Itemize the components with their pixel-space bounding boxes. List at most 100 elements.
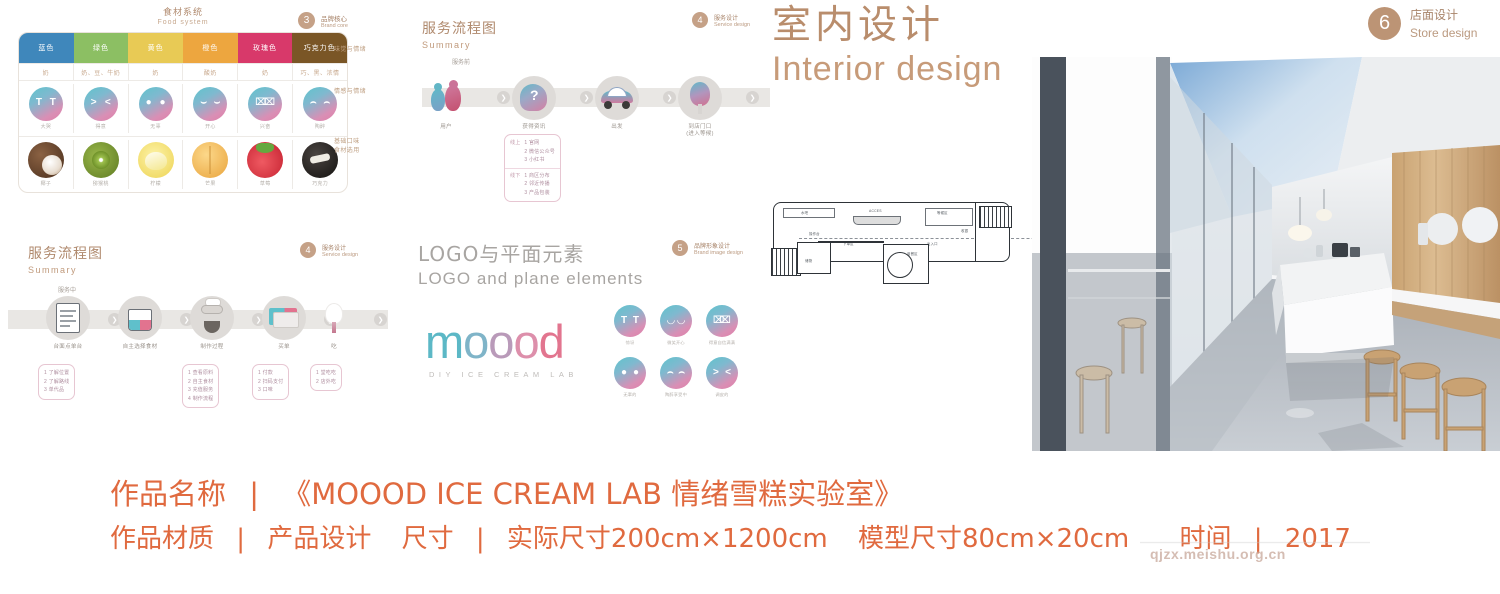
badge-number: 3 — [298, 12, 315, 29]
note-item: 2 了解路线 — [44, 378, 70, 385]
flow-arrow-icon: ❯ — [746, 91, 759, 104]
face-eye-right: ⌧ — [263, 97, 276, 108]
flow-arrow-icon: ❯ — [108, 313, 121, 326]
flow-step[interactable]: 到店门口 (进入等候) — [678, 76, 722, 139]
flow-step[interactable]: 自主选择食材 — [118, 296, 162, 351]
brand-face-cell: ⌢ ⌢ 陶醉享受中 — [654, 357, 698, 405]
food-system-header: 食材系统 Food system — [18, 5, 348, 26]
face-eye-left: ◡ — [667, 315, 675, 326]
emotion-face-icon: ● ● — [614, 357, 646, 389]
food-system-title-en: Food system — [157, 19, 209, 26]
flow-arrow-icon: ❯ — [497, 91, 510, 104]
badge-service-design-bottom: 4 服务设计 Service design — [300, 242, 358, 258]
watermark-text: qjzx.meishu.org.cn — [1150, 546, 1286, 562]
note-item: 1 堂吃吃 — [316, 370, 337, 376]
fruit-cell: 猕猴桃 — [74, 140, 129, 189]
color-bar-row: 蓝色 绿色 黄色 橙色 玫瑰色 巧克力色 — [19, 33, 347, 63]
color-swatch: 巧克力色 — [292, 33, 347, 63]
emotion-face-row: T T 大哭 > < 得意 ● ● 无 — [19, 80, 347, 136]
mango-icon — [192, 142, 229, 178]
brand-face-cell: ⌧ ⌧ 得意自信满满 — [700, 305, 744, 353]
ingredient-row: 奶 奶、豆、牛奶 奶 酸奶 奶 巧、黑、浓情 — [19, 63, 347, 80]
ingredient-cell: 奶、豆、牛奶 — [74, 64, 129, 80]
flow-step-icon-wrap — [678, 76, 722, 120]
side-label-emotion: 情感与情绪 — [334, 89, 367, 95]
brand-face-cell: ◡ ◡ 微笑开心 — [654, 305, 698, 353]
coconut-icon — [27, 142, 64, 178]
emotion-cell: ⌢ ⌢ 陶醉 — [293, 84, 347, 133]
interior-title-en: Interior design — [772, 49, 1003, 88]
flow-step[interactable]: 用户 — [424, 76, 468, 131]
fp-wall-hatch — [979, 206, 1012, 228]
note-item: 1 官网 — [524, 140, 540, 146]
flow-bottom-note: 1 了解位置 2 了解路线 3 单代品 — [38, 364, 76, 400]
badge-text: 品牌形象设计 Brand image design — [694, 241, 743, 256]
badge-label-en: Brand core — [321, 22, 348, 29]
logo-title-en: LOGO and plane elements — [418, 269, 644, 288]
flow-step[interactable]: 吃 — [312, 296, 356, 351]
flow-bottom-diagram: 台面点单台 ❯ 自主选择食材 ❯ 制作过程 ❯ — [8, 294, 388, 408]
face-eye-right: ⌧ — [719, 315, 731, 326]
face-eye-left: > — [90, 97, 97, 108]
emotion-cell: T T 大哭 — [19, 84, 74, 133]
logo-letter-o3: o — [513, 315, 539, 368]
note-item: 2 扫码支付 — [258, 378, 284, 385]
color-swatch: 绿色 — [73, 33, 129, 63]
face-eye-right: ⌢ — [678, 367, 685, 378]
color-swatch: 橙色 — [183, 33, 238, 63]
fruit-cell: 巧克力 — [293, 140, 347, 189]
interior-header: 室内设计 Interior design — [772, 3, 1003, 88]
food-system-section: 食材系统 Food system 蓝色 绿色 黄色 橙色 玫瑰色 巧克力色 奶 … — [18, 5, 348, 193]
flow-step-icon-wrap — [312, 296, 356, 340]
badge-service-design-top: 4 服务设计 Service design — [692, 12, 750, 28]
face-eye-left: T — [35, 97, 43, 108]
people-icon — [431, 80, 461, 113]
flow-step[interactable]: 出发 — [595, 76, 639, 131]
fp-wall — [818, 241, 884, 243]
flow-top-diagram: 用户 ❯ ? 获得资讯 ❯ 出发 ❯ — [422, 68, 770, 202]
logo-letter-o1: o — [463, 315, 489, 368]
face-eye-left: ⌢ — [667, 367, 674, 378]
flow-bottom-stage-label: 服务中 — [58, 288, 77, 294]
brand-face-caption: 调皮的 — [715, 392, 729, 397]
note-item: 3 小红书 — [524, 157, 545, 163]
face-eye-left: ⌣ — [200, 97, 207, 108]
fp-label: 收银 — [961, 229, 969, 233]
flow-step[interactable]: ? 获得资讯 — [512, 76, 556, 131]
flow-step-label: 制作过程 — [200, 344, 224, 350]
flow-step[interactable]: 买单 — [262, 296, 306, 351]
flow-step-label: 出发 — [611, 124, 623, 130]
flow-bottom-note: 1 付款 2 扫码支付 3 口味 — [252, 364, 290, 400]
flow-step-label: 买单 — [278, 344, 290, 350]
food-system-table: 蓝色 绿色 黄色 橙色 玫瑰色 巧克力色 奶 奶、豆、牛奶 奶 酸奶 奶 巧、黑… — [18, 32, 348, 193]
badge-number: 5 — [672, 240, 688, 256]
note-item: 3 口味 — [258, 387, 273, 393]
interior-title-cn: 室内设计 — [772, 3, 945, 48]
flow-step[interactable]: 制作过程 — [190, 296, 234, 351]
flow-top-title-cn: 服务流程图 — [422, 21, 497, 37]
lemon-icon — [137, 142, 174, 178]
emotion-face-icon: ◡ ◡ — [660, 305, 692, 337]
ingredient-cell: 奶 — [238, 64, 294, 80]
note-group: 线上 1 官网 2 微信公众号 3 小红书 — [510, 139, 555, 165]
emotion-face-icon: ⌢ ⌢ — [660, 357, 692, 389]
badge-text: 服务设计 Service design — [714, 13, 750, 28]
emotion-caption: 得意 — [95, 124, 107, 130]
caption-work-title: 《MOOOD ICE CREAM LAB 情绪雪糕实验室》 — [282, 477, 904, 511]
flow-step[interactable]: 台面点单台 — [46, 296, 90, 351]
note-item: 2 微信公众号 — [524, 148, 555, 155]
fruit-cell: 芒果 — [183, 140, 239, 189]
badge-text: 服务设计 Service design — [322, 243, 358, 258]
ingredient-cell: 巧、黑、浓情 — [300, 70, 340, 77]
flow-step-label: 台面点单台 — [53, 344, 83, 350]
face-eye-right: T — [632, 315, 639, 326]
emotion-face-icon: > < — [706, 357, 738, 389]
card-icon — [269, 308, 299, 328]
brand-face-cell: ● ● 无辜的 — [608, 357, 652, 405]
caption-actual-size: 实际尺寸200cm×1200cm — [506, 524, 828, 554]
fp-wall-hatch — [771, 248, 801, 276]
badge-label-cn: 品牌形象设计 — [694, 243, 731, 250]
flow-bottom-title-en: Summary — [28, 265, 78, 275]
brand-face-caption: 得意自信满满 — [708, 340, 736, 345]
face-eye-right: ● — [159, 97, 166, 108]
